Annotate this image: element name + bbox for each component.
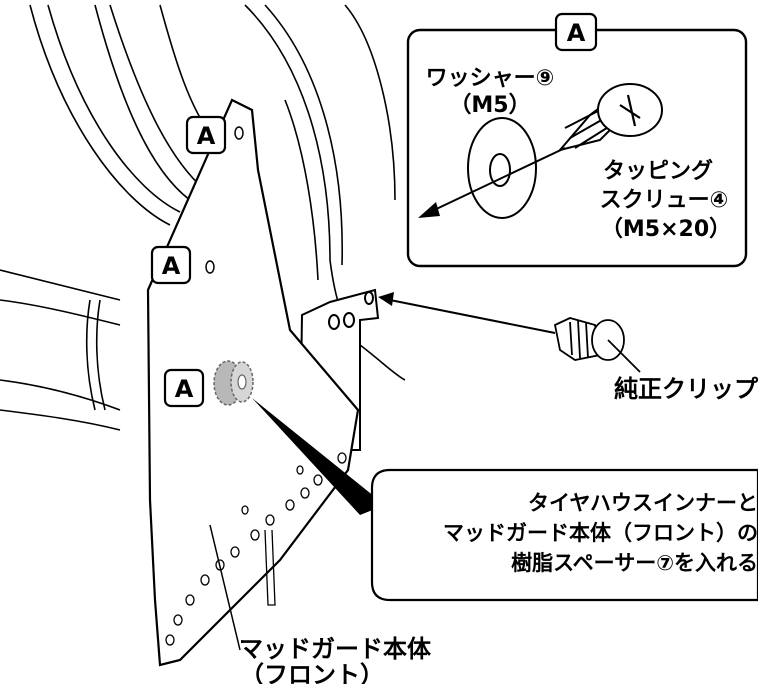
- callout-pointer: [252, 398, 385, 515]
- screw-name-line2: スクリュー④: [600, 188, 729, 213]
- tapping-screw-icon: [557, 83, 663, 152]
- washer-name: ワッシャー⑨: [426, 66, 555, 91]
- stock-clip: [553, 317, 641, 373]
- callout-line2: マッドガード本体（フロント）の: [443, 521, 758, 545]
- svg-text:A: A: [567, 19, 586, 47]
- tire-house-outline: [0, 4, 406, 431]
- screw-size: （M5×20）: [601, 217, 731, 242]
- washer-size: （M5）: [449, 93, 530, 118]
- resin-spacer: [213, 360, 254, 406]
- callout-line1: タイヤハウスインナーと: [528, 491, 758, 515]
- mudguard-leader-line: [209, 524, 241, 651]
- clip-label: 純正クリップ: [614, 375, 758, 403]
- marker-a-1: A: [185, 115, 227, 155]
- inset-detail-a: A ワッシャー⑨ （M5） タッピング スクリュー④ （M5×20）: [406, 12, 748, 268]
- marker-a-3: A: [163, 368, 205, 408]
- spacer-callout: タイヤハウスインナーと マッドガード本体（フロント）の 樹脂スペーサー⑦を入れる: [370, 468, 758, 602]
- svg-text:A: A: [197, 122, 216, 150]
- mudguard-label-line2: （フロント）: [240, 661, 384, 684]
- mudguard-label-line1: マッドガード本体: [239, 635, 432, 663]
- washer-icon: [467, 117, 537, 219]
- svg-text:A: A: [175, 375, 194, 403]
- svg-text:A: A: [162, 252, 181, 280]
- callout-line3: 樹脂スペーサー⑦を入れる: [511, 551, 758, 575]
- screw-name-line1: タッピング: [603, 158, 713, 184]
- marker-a-2: A: [150, 245, 192, 285]
- clip-arrow: [378, 292, 556, 334]
